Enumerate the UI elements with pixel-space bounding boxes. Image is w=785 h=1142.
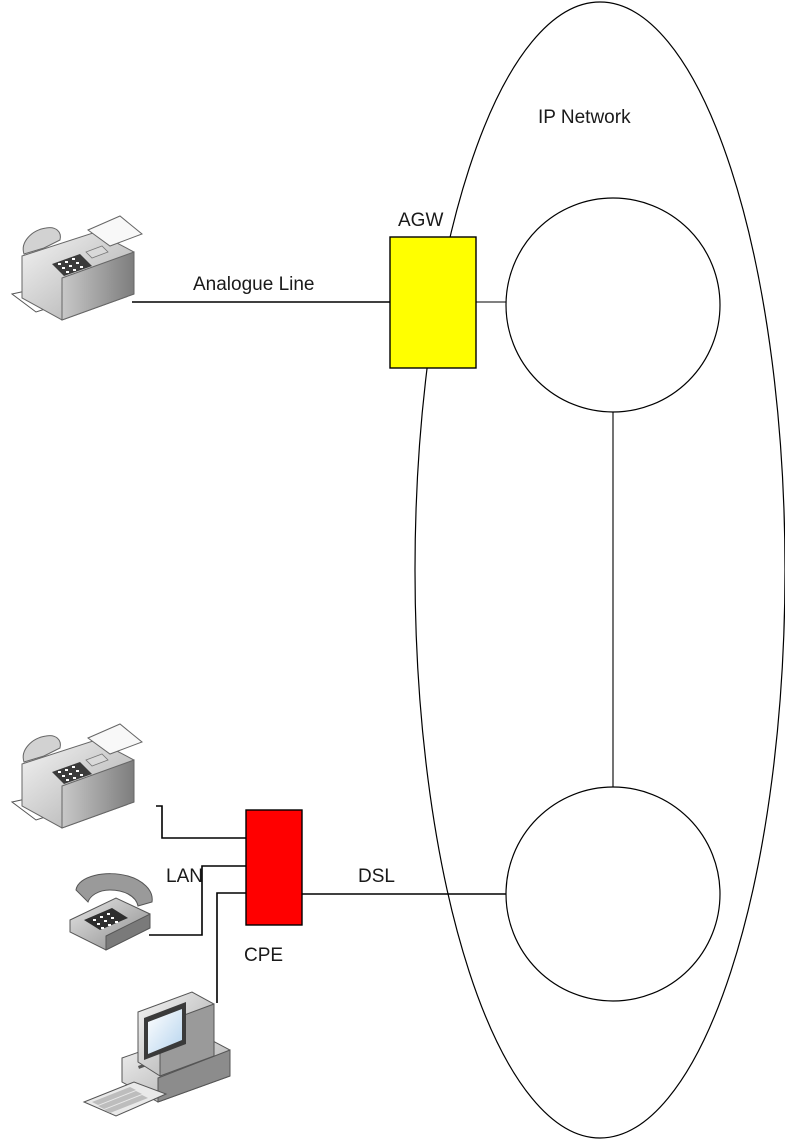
lan-wire-fax — [156, 805, 246, 839]
telephone-icon — [69, 873, 153, 951]
lan-wire-phone — [149, 865, 246, 936]
desktop-computer-icon — [82, 991, 231, 1117]
agw-label: AGW — [398, 210, 443, 231]
lan-label: LAN — [166, 866, 203, 887]
analogue-line-label: Analogue Line — [193, 274, 315, 295]
lan-wire-computer — [216, 892, 246, 1003]
network-node-bottom — [505, 786, 721, 1002]
ip-network-label: IP Network — [538, 107, 631, 128]
network-node-top — [505, 197, 721, 413]
ip-network-cloud — [414, 1, 785, 1139]
agw-box — [389, 236, 477, 369]
dsl-label: DSL — [358, 866, 395, 887]
cpe-label: CPE — [244, 945, 283, 966]
fax-machine-icon — [10, 723, 143, 829]
cpe-box — [245, 809, 303, 926]
fax-machine-icon — [10, 215, 143, 321]
